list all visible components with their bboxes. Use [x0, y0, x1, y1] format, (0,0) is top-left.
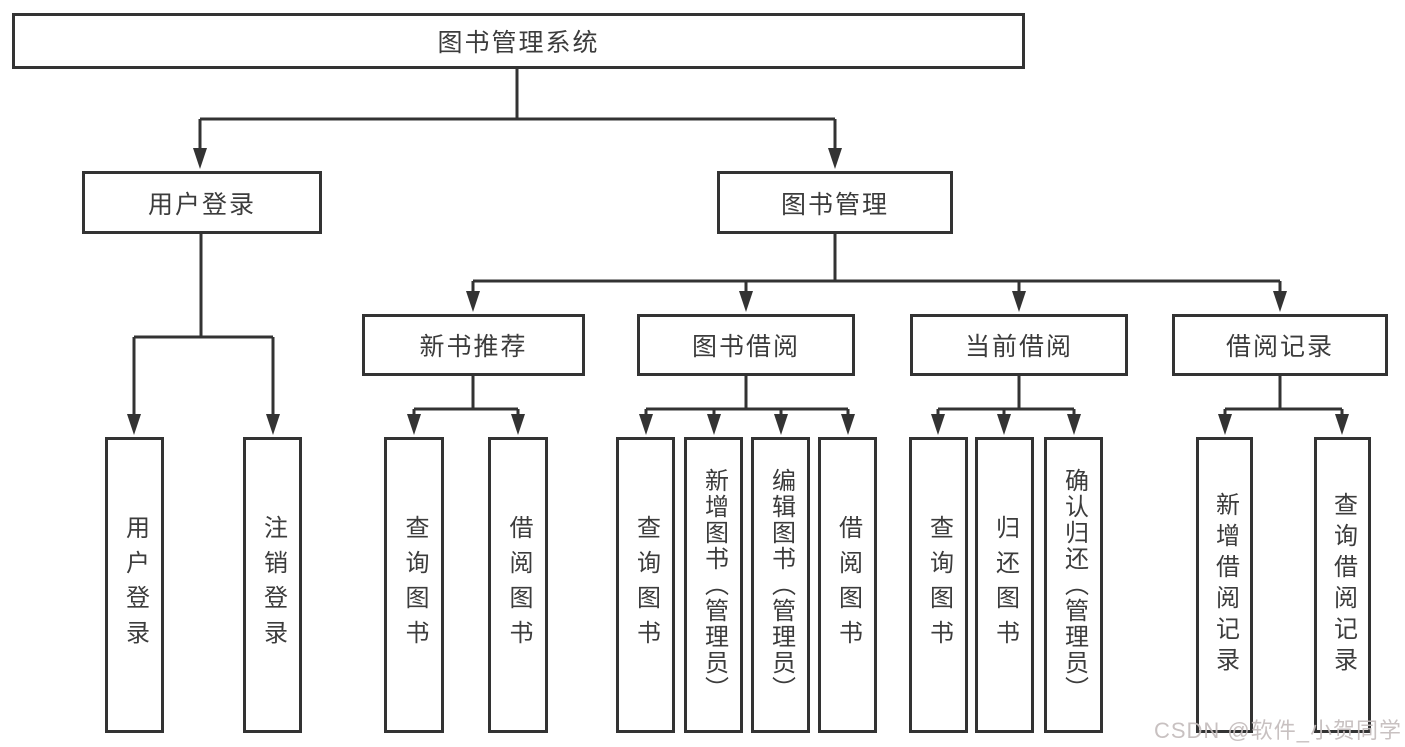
leaf-add-book-admin: 新增图书（管理员）: [684, 437, 743, 733]
node-current-borrowing: 当前借阅: [910, 314, 1128, 376]
leaf-query-borrow-record: 查询借阅记录: [1314, 437, 1371, 733]
leaf-query-books-recommend: 查询图书: [384, 437, 444, 733]
leaf-borrow-books-borrowing: 借阅图书: [818, 437, 877, 733]
watermark: CSDN @软件_小贺同学: [1153, 718, 1402, 743]
node-borrowing-records: 借阅记录: [1172, 314, 1388, 376]
leaf-query-books-borrowing: 查询图书: [616, 437, 675, 733]
leaf-edit-book-admin: 编辑图书（管理员）: [751, 437, 810, 733]
node-book-management: 图书管理: [717, 171, 953, 234]
leaf-add-borrow-record: 新增借阅记录: [1196, 437, 1253, 733]
leaf-confirm-return-admin: 确认归还（管理员）: [1044, 437, 1103, 733]
leaf-user-login: 用户登录: [105, 437, 164, 733]
leaf-borrow-books-recommend: 借阅图书: [488, 437, 548, 733]
arrowheads: [127, 148, 1349, 435]
node-user-login: 用户登录: [82, 171, 322, 234]
node-book-borrowing: 图书借阅: [637, 314, 855, 376]
node-library-management-system: 图书管理系统: [12, 13, 1025, 69]
leaf-logout: 注销登录: [243, 437, 302, 733]
leaf-return-book: 归还图书: [975, 437, 1034, 733]
leaf-query-books-current: 查询图书: [909, 437, 968, 733]
node-new-book-recommendation: 新书推荐: [362, 314, 585, 376]
